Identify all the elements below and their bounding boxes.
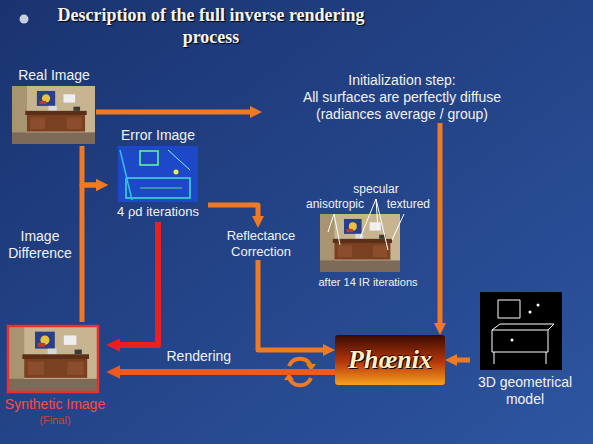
inset-image: specularanisotropic textured after 14 IR i… — [306, 182, 430, 306]
wireframe — [511, 339, 514, 342]
leader-line — [334, 214, 340, 245]
error-edge — [140, 188, 182, 189]
step-text: Initialization step:All surfaces are per… — [262, 72, 542, 123]
iteration-note: 4 ρd iterations — [108, 204, 208, 220]
wireframe — [537, 304, 540, 307]
wireframe — [529, 311, 532, 314]
flow-arrow — [455, 358, 470, 363]
leader-line — [392, 214, 404, 240]
flow-arrow — [82, 146, 98, 185]
step-label: Reflectance Correction — [222, 228, 300, 260]
model-image — [480, 292, 562, 370]
edge-label: Rendering — [166, 348, 231, 365]
flow-arrow — [118, 222, 158, 345]
wireframe — [498, 300, 520, 318]
flow-arrow — [82, 185, 98, 322]
image-panel: 3D geometrical model — [470, 290, 580, 408]
wireframe — [546, 352, 547, 364]
wireframe — [492, 324, 500, 330]
step-heading: Initialization step: — [262, 72, 542, 89]
flow-note: Image Difference — [4, 228, 76, 262]
panel-note: (Final) — [2, 413, 108, 427]
panel-caption: Synthetic Image — [2, 396, 108, 413]
wireframe — [492, 330, 548, 352]
panel-caption: 3D geometrical model — [470, 374, 580, 408]
panel-caption: Error Image — [108, 126, 208, 144]
renderer-logo: Phœnix — [335, 335, 445, 385]
iteration-note: after 14 IR iterations — [316, 276, 420, 289]
error-image — [118, 146, 198, 202]
image-panel: Synthetic Image(Final) — [2, 322, 108, 427]
leader-line — [328, 214, 334, 232]
material-label: textured — [380, 197, 430, 211]
image-panel: Error Image 4 ρd iterations — [108, 126, 208, 222]
error-edge — [120, 150, 132, 200]
error-spot — [174, 170, 179, 175]
wireframe — [494, 352, 495, 364]
material-label: specular — [350, 182, 402, 196]
flow-arrow — [208, 205, 258, 218]
synthetic-photo — [8, 326, 98, 392]
wireframe — [548, 324, 554, 330]
inset-photo — [320, 214, 400, 272]
error-ground — [118, 146, 198, 202]
flow-arrow — [258, 260, 325, 350]
model-ground — [480, 292, 562, 370]
flow-arrow — [438, 123, 443, 325]
real-photo — [12, 86, 95, 144]
synthetic-frame — [8, 326, 98, 392]
bullet — [20, 15, 29, 24]
logo-text: Phœnix — [348, 345, 432, 375]
error-edge — [140, 151, 158, 165]
material-label: anisotropic — [306, 197, 372, 211]
flow-arrow — [96, 110, 252, 115]
flow-arrow — [118, 369, 335, 375]
panel-caption: Real Image — [12, 66, 96, 84]
slide-title: Description of the full inverse renderin… — [36, 4, 386, 48]
wireframe — [500, 324, 554, 325]
image-panel: Real Image — [12, 66, 96, 146]
leader-line — [376, 199, 388, 250]
step-text: Reflectance Correction — [222, 228, 300, 260]
error-edge — [168, 150, 190, 170]
error-edge — [126, 178, 190, 198]
step-body: All surfaces are perfectly diffuse (radi… — [287, 89, 517, 123]
